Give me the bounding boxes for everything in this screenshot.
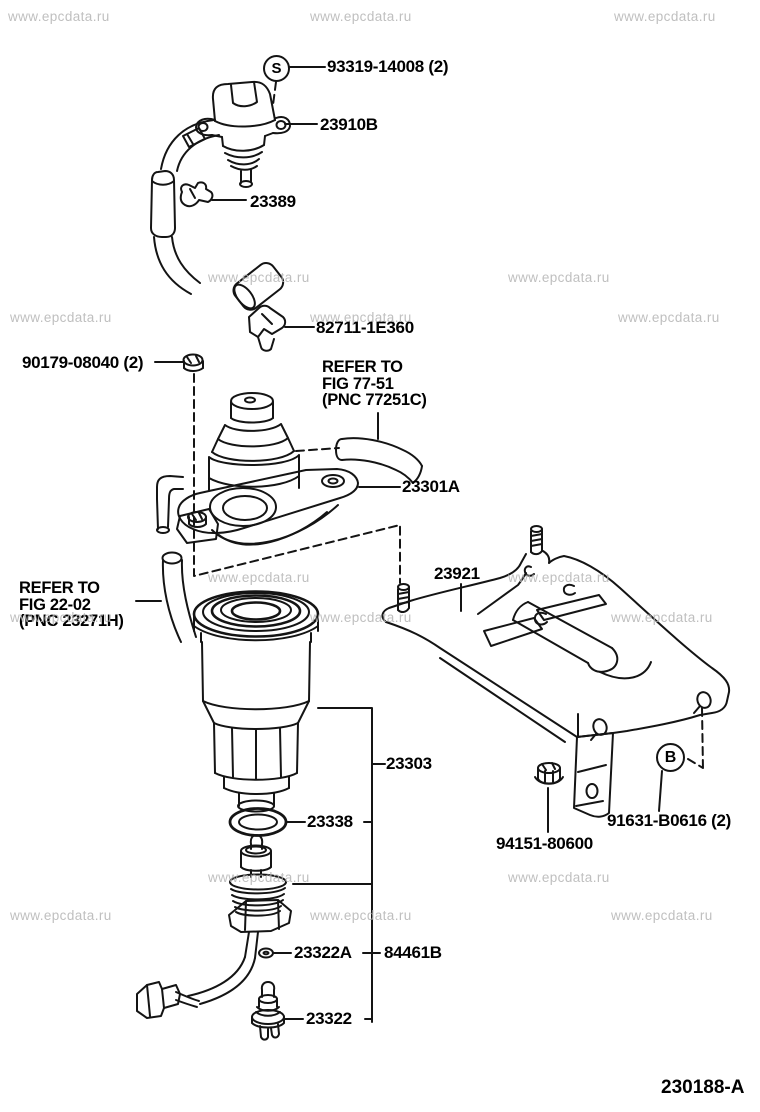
part-label-23338: 23338 bbox=[307, 812, 353, 831]
watermark: www.epcdata.ru bbox=[508, 570, 610, 585]
refer-note-line: FIG 22-02 bbox=[19, 595, 91, 614]
sensor-assembly-drawing bbox=[137, 835, 291, 1018]
watermark: www.epcdata.ru bbox=[208, 870, 310, 885]
leader-lines bbox=[136, 67, 662, 1022]
pump-drawing bbox=[157, 393, 358, 545]
refer-note-fig-22-02: REFER TO FIG 22-02 (PNC 23271H) bbox=[19, 580, 124, 630]
small-nut-drawing bbox=[184, 355, 204, 372]
part-label-93319-14008: 93319-14008 (2) bbox=[327, 57, 449, 76]
dashed-assembly-lines bbox=[194, 82, 703, 770]
watermark: www.epcdata.ru bbox=[208, 270, 310, 285]
fuel-filter-drawing bbox=[194, 592, 318, 812]
vacuum-hose-drawing bbox=[336, 438, 422, 483]
refer-note-line: REFER TO bbox=[19, 579, 100, 597]
part-label-23301a: 23301A bbox=[402, 477, 460, 496]
part-label-23921: 23921 bbox=[434, 564, 480, 583]
watermark: www.epcdata.ru bbox=[10, 310, 112, 325]
watermark: www.epcdata.ru bbox=[614, 9, 716, 24]
refer-note-fig-77-51: REFER TO FIG 77-51 (PNC 77251C) bbox=[322, 359, 427, 409]
bolt-symbol-b: B bbox=[656, 743, 685, 772]
gasket-drawing bbox=[230, 809, 286, 836]
vsv-valve-drawing bbox=[196, 82, 290, 187]
connector-drawing bbox=[249, 306, 285, 351]
clamp-drawing bbox=[181, 182, 213, 206]
watermark: www.epcdata.ru bbox=[310, 310, 412, 325]
part-label-23322: 23322 bbox=[306, 1009, 352, 1028]
watermark: www.epcdata.ru bbox=[8, 9, 110, 24]
watermark: www.epcdata.ru bbox=[10, 908, 112, 923]
oring-drawing bbox=[259, 949, 273, 958]
refer-note-line: (PNC 77251C) bbox=[322, 391, 427, 409]
part-label-94151-80600: 94151-80600 bbox=[496, 834, 593, 853]
part-label-23322a: 23322A bbox=[294, 943, 352, 962]
watermark: www.epcdata.ru bbox=[310, 9, 412, 24]
refer-note-line: (PNC 23271H) bbox=[19, 612, 124, 630]
watermark: www.epcdata.ru bbox=[611, 908, 713, 923]
bracket-nut-drawing bbox=[535, 763, 563, 784]
watermark: www.epcdata.ru bbox=[310, 908, 412, 923]
watermark: www.epcdata.ru bbox=[618, 310, 720, 325]
refer-note-line: FIG 77-51 bbox=[322, 374, 394, 393]
watermark: www.epcdata.ru bbox=[611, 610, 713, 625]
watermark: www.epcdata.ru bbox=[508, 270, 610, 285]
part-label-82711-1e360: 82711-1E360 bbox=[316, 318, 414, 337]
watermark: www.epcdata.ru bbox=[208, 570, 310, 585]
watermark: www.epcdata.ru bbox=[310, 610, 412, 625]
part-label-23389: 23389 bbox=[250, 192, 296, 211]
watermark: www.epcdata.ru bbox=[508, 870, 610, 885]
part-label-23910b: 23910B bbox=[320, 115, 378, 134]
part-label-84461b: 84461B bbox=[384, 943, 442, 962]
drawing-number: 230188-A bbox=[661, 1077, 745, 1098]
inlet-hose-drawing bbox=[163, 553, 197, 643]
part-label-90179-08040: 90179-08040 (2) bbox=[22, 353, 144, 372]
part-label-23303: 23303 bbox=[386, 754, 432, 773]
watermark: www.epcdata.ru bbox=[10, 610, 112, 625]
screw-symbol-s: S bbox=[263, 55, 290, 82]
switch-drawing bbox=[252, 982, 284, 1040]
part-label-91631-b0616: 91631-B0616 (2) bbox=[607, 811, 732, 830]
refer-note-line: REFER TO bbox=[322, 358, 403, 376]
bracket-drawing bbox=[382, 526, 729, 817]
vsv-harness-drawing bbox=[151, 120, 287, 313]
